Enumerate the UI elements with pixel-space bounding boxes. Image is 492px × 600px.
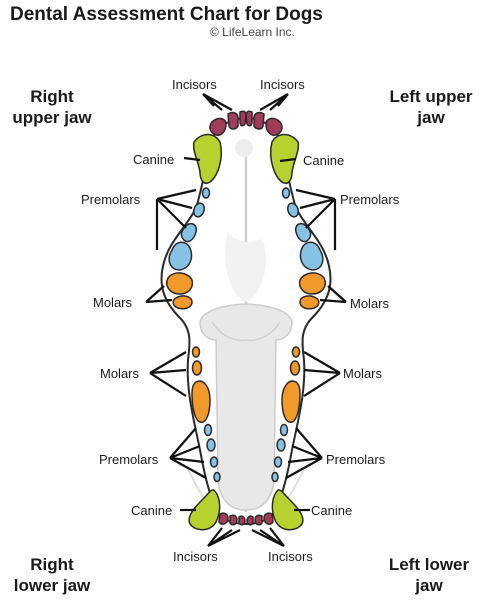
label-canine-upper-left: Canine [303, 153, 345, 168]
pointer-upper-premolars-right [155, 188, 197, 250]
label-canine-lower-right: Canine [131, 503, 173, 518]
quadrant-left-lower-label: Left lower jaw [380, 554, 478, 596]
lower-premolar-r1 [203, 423, 213, 437]
pointer-upper-premolars-left [295, 188, 337, 250]
label-canine-upper-right: Canine [133, 152, 175, 167]
lower-molar-l3 [281, 380, 301, 423]
lower-molar-r3 [191, 380, 211, 423]
lower-premolars [203, 423, 289, 483]
upper-molar-l2 [299, 295, 320, 310]
pointer-lower-incisors-right [207, 527, 241, 547]
upper-molar-r1 [166, 272, 194, 295]
upper-incisor-r3 [209, 117, 227, 136]
pointer-upper-incisors-left [259, 93, 289, 111]
lower-premolar-r2 [206, 438, 216, 452]
lower-canine-left [271, 489, 304, 531]
pointer-lower-molars-right [149, 351, 187, 397]
upper-premolar-l4 [299, 241, 324, 271]
lower-premolar-r3 [209, 456, 219, 468]
lower-molar-l2 [289, 360, 301, 376]
lower-premolar-l3 [273, 456, 283, 468]
lower-premolar-l2 [276, 438, 286, 452]
lower-premolar-l4 [271, 471, 279, 483]
label-incisors-upper-right: Incisors [172, 77, 217, 92]
upper-premolar-l2 [286, 202, 300, 218]
label-premolars-lower-right: Premolars [99, 452, 159, 467]
upper-premolar-r1 [201, 187, 211, 199]
lower-molar-r2 [191, 360, 203, 376]
label-canine-lower-left: Canine [311, 503, 353, 518]
upper-molar-r2 [172, 295, 193, 310]
lower-incisor-l1 [246, 515, 254, 526]
lower-incisor-r3 [218, 512, 229, 525]
pointer-lower-premolars-right [169, 427, 207, 479]
label-premolars-lower-left: Premolars [326, 452, 386, 467]
pointer-lower-incisors-left [251, 527, 285, 547]
lip-fold-left [287, 469, 305, 499]
palate-shade [225, 232, 267, 302]
upper-molars [166, 272, 326, 310]
quadrant-right-upper-label: Right upper jaw [10, 86, 94, 128]
pointer-upper-incisors-right [202, 93, 233, 111]
quadrant-left-upper-label: Left upper jaw [384, 86, 478, 128]
label-molars-lower-right: Molars [100, 366, 140, 381]
pointer-upper-canine-left [279, 157, 297, 163]
lower-incisor-r1 [238, 515, 246, 526]
label-molars-upper-left: Molars [350, 296, 390, 311]
quadrant-left-lower-text: Left lower jaw [388, 555, 470, 595]
pointer-upper-molars-left [319, 285, 347, 304]
upper-canine-left [270, 133, 300, 184]
label-premolars-upper-right: Premolars [81, 192, 141, 207]
upper-premolar-r2 [192, 202, 206, 218]
label-incisors-upper-left: Incisors [260, 77, 305, 92]
label-molars-upper-right: Molars [93, 295, 133, 310]
palate-pad [235, 139, 253, 157]
chart-title: Dental Assessment Chart for Dogs [10, 4, 323, 25]
pointer-lower-premolars-left [285, 427, 323, 479]
lower-premolar-l1 [279, 423, 289, 437]
upper-incisors [209, 110, 283, 136]
upper-molar-l1 [298, 272, 326, 295]
pointer-upper-canine-right [183, 156, 201, 162]
label-incisors-lower-left: Incisors [268, 549, 313, 564]
lower-canine-right [188, 489, 221, 531]
pointer-upper-molars-right [145, 285, 173, 304]
label-premolars-upper-left: Premolars [340, 192, 400, 207]
lower-molars [191, 346, 301, 423]
lower-incisors [218, 512, 274, 526]
quadrant-left-upper-text: Left upper jaw [389, 87, 473, 127]
pointer-lower-molars-left [303, 351, 341, 397]
upper-incisor-r1 [239, 110, 247, 127]
quadrant-right-upper-text: Right upper jaw [12, 87, 92, 127]
upper-incisor-r2 [227, 111, 239, 130]
pointer-lines [145, 93, 347, 547]
upper-incisor-l2 [253, 111, 265, 130]
lower-incisor-l2 [254, 514, 263, 526]
upper-premolar-r4 [168, 241, 193, 271]
lower-premolar-r4 [213, 471, 221, 483]
label-incisors-lower-right: Incisors [173, 549, 218, 564]
upper-canine-right [192, 133, 222, 184]
upper-incisor-l1 [245, 110, 253, 127]
lower-molar-r1 [191, 346, 201, 358]
lower-molar-l1 [291, 346, 301, 358]
quadrant-right-lower-text: Right lower jaw [13, 555, 91, 595]
lower-incisor-l3 [263, 512, 274, 525]
upper-premolar-l1 [281, 187, 291, 199]
copyright-credit: © LifeLearn Inc. [210, 25, 295, 39]
quadrant-right-lower-label: Right lower jaw [10, 554, 94, 596]
tongue-detail [211, 321, 281, 342]
lip-fold-right [187, 469, 205, 499]
upper-incisor-l3 [265, 117, 283, 136]
label-molars-lower-left: Molars [343, 366, 383, 381]
lower-incisor-r2 [229, 514, 238, 526]
